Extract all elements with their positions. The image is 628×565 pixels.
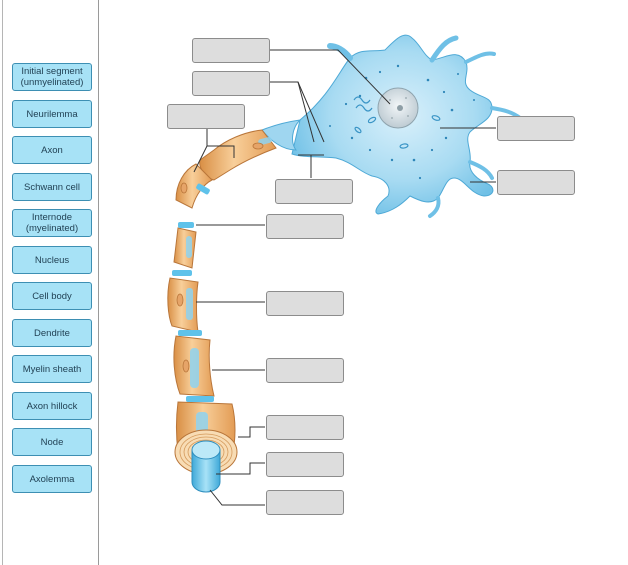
myelinated-axon bbox=[167, 129, 277, 457]
blank-4[interactable] bbox=[497, 116, 575, 141]
nucleus-shape bbox=[377, 87, 419, 129]
blank-3[interactable] bbox=[167, 104, 245, 129]
blank-1[interactable] bbox=[192, 38, 270, 63]
axon-hillock-shape bbox=[261, 119, 302, 151]
term-myelin-sheath[interactable]: Myelin sheath bbox=[12, 355, 92, 383]
term-nucleus[interactable]: Nucleus bbox=[12, 246, 92, 274]
term-axon-hillock[interactable]: Axon hillock bbox=[12, 392, 92, 420]
blank-2[interactable] bbox=[192, 71, 270, 96]
blank-12[interactable] bbox=[266, 490, 344, 515]
term-internode[interactable]: Internode (myelinated) bbox=[12, 209, 92, 237]
term-dendrite[interactable]: Dendrite bbox=[12, 319, 92, 347]
term-axon[interactable]: Axon bbox=[12, 136, 92, 164]
term-initial-segment[interactable]: Initial segment (unmyelinated) bbox=[12, 63, 92, 91]
term-neurilemma[interactable]: Neurilemma bbox=[12, 100, 92, 128]
blank-11[interactable] bbox=[266, 452, 344, 477]
blank-6[interactable] bbox=[497, 170, 575, 195]
blank-9[interactable] bbox=[266, 358, 344, 383]
blank-5[interactable] bbox=[275, 179, 353, 204]
term-schwann-cell[interactable]: Schwann cell bbox=[12, 173, 92, 201]
blank-8[interactable] bbox=[266, 291, 344, 316]
term-cell-body[interactable]: Cell body bbox=[12, 282, 92, 310]
term-axolemma[interactable]: Axolemma bbox=[12, 465, 92, 493]
axon-cut-end bbox=[174, 429, 238, 493]
schwann-nuclei bbox=[176, 142, 264, 373]
sidebar-divider bbox=[2, 0, 3, 565]
leader-lines bbox=[193, 49, 496, 506]
term-node[interactable]: Node bbox=[12, 428, 92, 456]
nodes bbox=[172, 183, 214, 402]
blank-7[interactable] bbox=[266, 214, 344, 239]
blank-10[interactable] bbox=[266, 415, 344, 440]
label-bank: Initial segment (unmyelinated) Neurilemm… bbox=[0, 0, 99, 565]
